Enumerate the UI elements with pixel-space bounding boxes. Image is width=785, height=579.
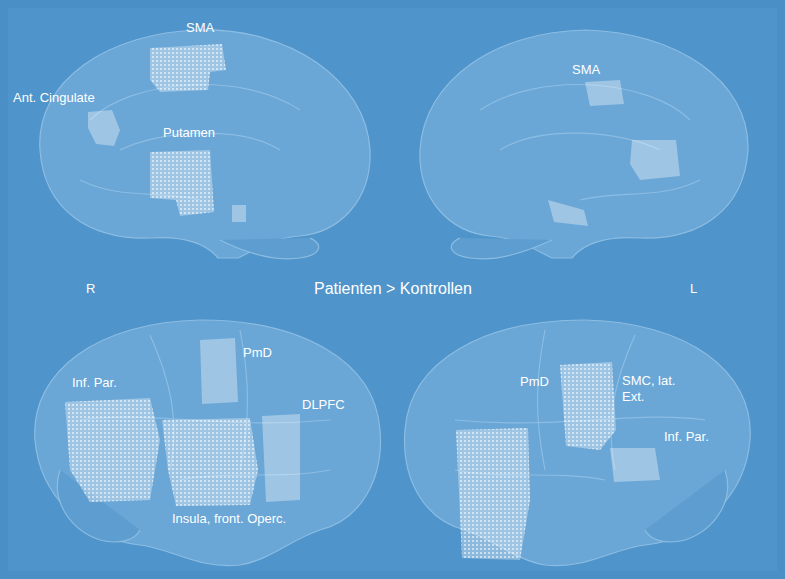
region-label: PmD (520, 374, 549, 390)
region-label: Insula, front. Operc. (172, 511, 286, 527)
region-label: PmD (243, 345, 272, 361)
brain-medial-right (40, 30, 370, 259)
brain-medial-left (420, 30, 748, 259)
region-label: SMA (186, 20, 214, 36)
blob-texture (65, 44, 616, 560)
hemisphere-label: L (690, 281, 697, 297)
brain-lateral-left (405, 320, 751, 566)
region-label: Putamen (163, 125, 215, 141)
region-label: DLPFC (302, 397, 345, 413)
region-label: SMA (572, 62, 600, 78)
region-label: Ant. Cingulate (13, 90, 95, 106)
hemisphere-label: R (86, 281, 95, 297)
panel (8, 8, 777, 571)
region-label: Inf. Par. (72, 375, 117, 391)
region-label: SMC, lat. Ext. (622, 373, 692, 405)
region-label: Inf. Par. (664, 429, 709, 445)
activation-blobs (65, 44, 680, 560)
figure-title: Patienten > Kontrollen (314, 279, 472, 299)
brain-lateral-right (35, 320, 381, 566)
